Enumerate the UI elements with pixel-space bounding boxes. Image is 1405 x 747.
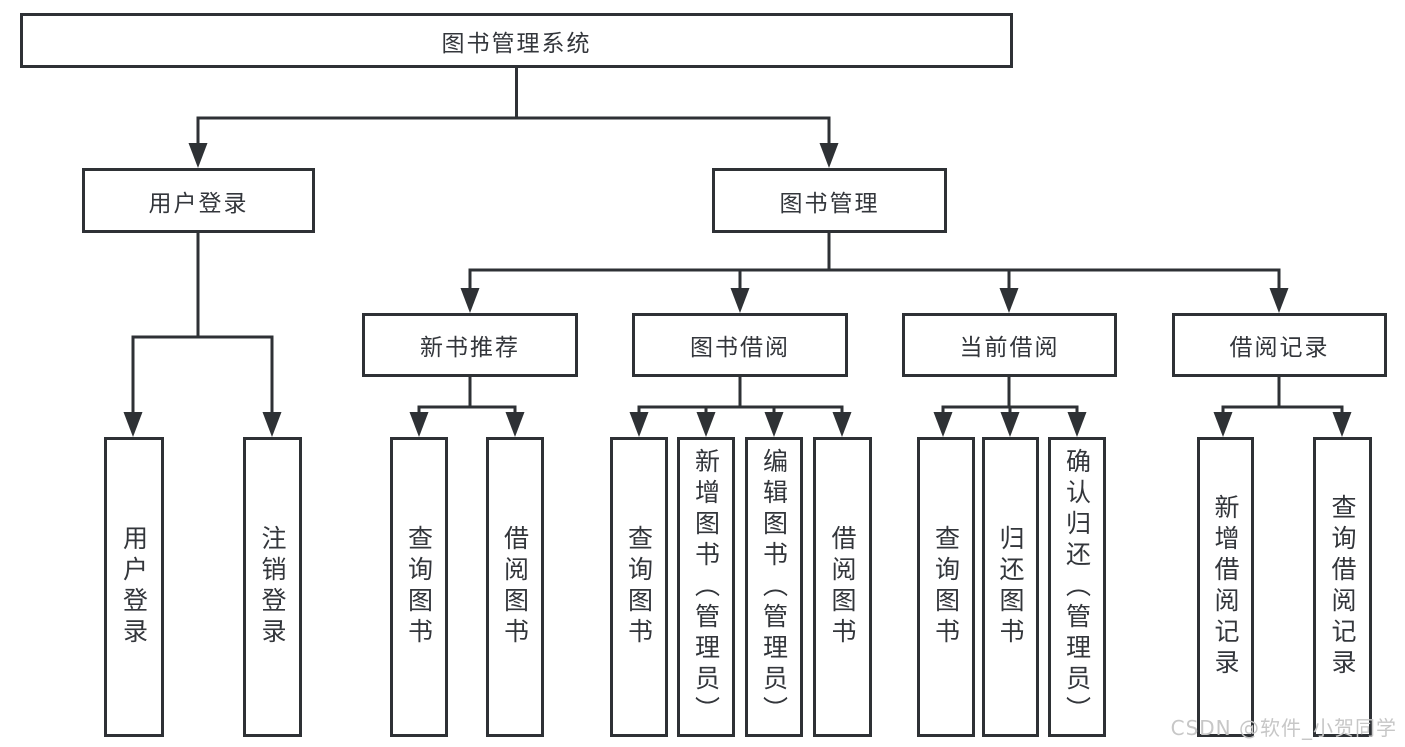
leaf-return-book: 归还图书 <box>982 437 1039 737</box>
leaf-user-login-label: 用户登录 <box>119 525 149 649</box>
leaf-query-books-2: 查询图书 <box>610 437 668 737</box>
node-book-management: 图书管理 <box>712 168 947 233</box>
leaf-query-books-3-label: 查询图书 <box>931 525 961 649</box>
leaf-borrow-books-2-label: 借阅图书 <box>828 525 857 649</box>
leaf-logout-label: 注销登录 <box>258 525 287 649</box>
leaf-borrow-books-2: 借阅图书 <box>813 437 872 737</box>
leaf-borrow-books-1-label: 借阅图书 <box>500 525 530 649</box>
section-borrow-records: 借阅记录 <box>1172 313 1387 377</box>
leaf-query-borrow-record: 查询借阅记录 <box>1313 437 1372 737</box>
section-current-borrow: 当前借阅 <box>902 313 1117 377</box>
leaf-query-books-3: 查询图书 <box>917 437 975 737</box>
section-current-borrow-label: 当前借阅 <box>959 335 1060 361</box>
section-book-borrow: 图书借阅 <box>632 313 848 377</box>
section-book-borrow-label: 图书借阅 <box>690 335 790 361</box>
node-user-login-label: 用户登录 <box>148 190 249 217</box>
leaf-confirm-return-admin: 确认归还（管理员） <box>1048 437 1106 737</box>
leaf-query-borrow-record-label: 查询借阅记录 <box>1328 494 1357 680</box>
leaf-edit-book-admin-label: 编辑图书（管理员） <box>759 447 789 727</box>
leaf-query-books-1: 查询图书 <box>390 437 448 737</box>
section-new-book-recommend-label: 新书推荐 <box>420 335 520 361</box>
leaf-borrow-books-1: 借阅图书 <box>486 437 544 737</box>
leaf-add-borrow-record: 新增借阅记录 <box>1197 437 1254 737</box>
leaf-query-books-2-label: 查询图书 <box>624 525 654 649</box>
leaf-edit-book-admin: 编辑图书（管理员） <box>745 437 803 737</box>
leaf-query-books-1-label: 查询图书 <box>404 525 434 649</box>
section-new-book-recommend: 新书推荐 <box>362 313 578 377</box>
node-book-management-label: 图书管理 <box>779 190 880 217</box>
leaf-add-book-admin: 新增图书（管理员） <box>677 437 735 737</box>
node-user-login: 用户登录 <box>82 168 315 233</box>
leaf-confirm-return-admin-label: 确认归还（管理员） <box>1062 447 1092 727</box>
leaf-user-login: 用户登录 <box>104 437 164 737</box>
root-node-label: 图书管理系统 <box>441 30 592 57</box>
leaf-add-book-admin-label: 新增图书（管理员） <box>691 447 721 727</box>
watermark: CSDN @软件_小贺同学 <box>1170 716 1397 740</box>
leaf-return-book-label: 归还图书 <box>996 525 1025 649</box>
root-node: 图书管理系统 <box>20 13 1013 68</box>
leaf-add-borrow-record-label: 新增借阅记录 <box>1211 494 1240 680</box>
section-borrow-records-label: 借阅记录 <box>1229 335 1330 361</box>
leaf-logout: 注销登录 <box>243 437 302 737</box>
